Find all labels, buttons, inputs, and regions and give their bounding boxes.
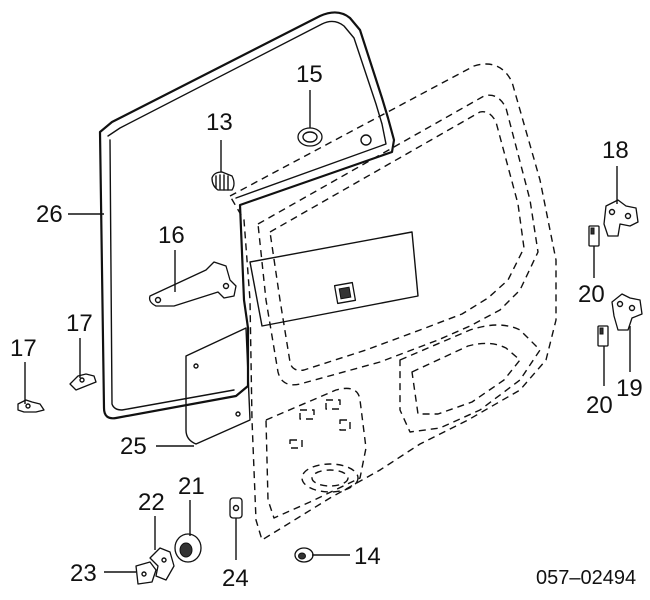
part-20-shim-lower — [597, 325, 609, 347]
callout-23: 23 — [70, 560, 97, 587]
callout-21: 21 — [178, 473, 205, 500]
callout-14: 14 — [354, 543, 381, 570]
part-13-bumper — [211, 171, 235, 191]
callout-24: 24 — [222, 565, 249, 592]
part-14-plug — [294, 547, 314, 563]
part-20-shim-upper — [588, 225, 600, 247]
part-23-clip — [135, 561, 157, 585]
callout-20-lower: 20 — [586, 392, 613, 419]
callout-16: 16 — [158, 222, 185, 249]
callout-17-right: 17 — [66, 310, 93, 337]
diagram-reference-number: 057–02494 — [536, 567, 636, 589]
callout-18: 18 — [602, 137, 629, 164]
part-18-hinge-upper — [603, 199, 639, 237]
part-17-clip-right — [69, 373, 97, 391]
callout-19: 19 — [616, 375, 643, 402]
callout-numbers: 26 13 15 16 17 17 18 19 20 20 21 22 23 2… — [10, 61, 643, 592]
part-15-cap — [297, 127, 323, 147]
back-door-panel — [229, 63, 557, 541]
part-21-cylinder — [174, 533, 202, 563]
callout-22: 22 — [138, 489, 165, 516]
callout-17-left: 17 — [10, 335, 37, 362]
callout-25: 25 — [120, 433, 147, 460]
leader-lines — [24, 90, 631, 573]
part-19-hinge-lower — [611, 293, 643, 331]
part-25-trim-panel — [185, 327, 251, 445]
part-22-latch — [149, 547, 175, 581]
callout-26: 26 — [36, 201, 63, 228]
callout-20-upper: 20 — [578, 281, 605, 308]
part-16-handle — [148, 261, 237, 307]
part-24-plate — [229, 497, 243, 519]
callout-15: 15 — [296, 61, 323, 88]
callout-13: 13 — [206, 109, 233, 136]
access-cover — [249, 231, 419, 327]
part-17-clip-left — [17, 399, 45, 413]
part-26-glass-weatherstrip — [98, 11, 396, 420]
